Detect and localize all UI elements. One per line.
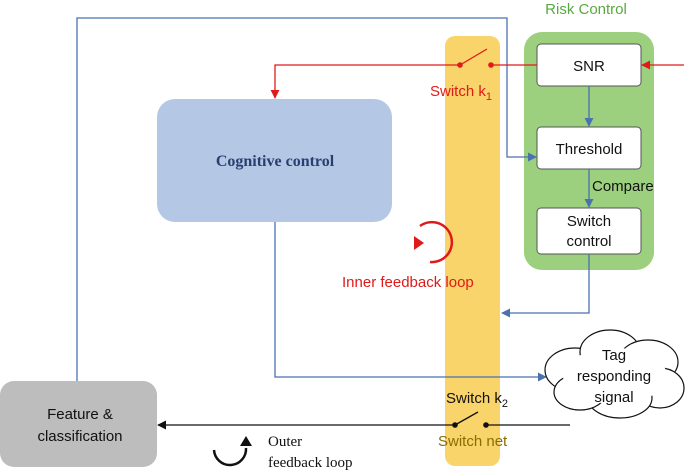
switch-k2-blade <box>454 411 479 426</box>
switch-control-to-net-line <box>501 254 590 318</box>
switch-k1-to-cognitive-line <box>270 64 460 99</box>
switch-control-label-line2: control <box>566 233 611 250</box>
tag-label-line3: signal <box>594 389 633 406</box>
outer-loop-arrowhead <box>240 436 252 446</box>
tag-signal-cloud <box>544 329 685 419</box>
threshold-label: Threshold <box>556 141 623 158</box>
switch-net-label: Switch net <box>438 433 508 450</box>
feature-classification-box <box>0 381 157 467</box>
inner-loop-arrowhead <box>414 236 424 250</box>
switch-control-label-line1: Switch <box>567 213 611 230</box>
cognitive-control-label: Cognitive control <box>216 153 335 170</box>
cognitive-to-tag-line <box>274 222 547 382</box>
tag-label-line1: Tag <box>602 347 626 364</box>
risk-control-label: Risk Control <box>545 1 627 18</box>
switch-k1-subscript: 1 <box>486 91 492 103</box>
switch-k2-subscript: 2 <box>502 398 508 410</box>
outer-loop-label-line2: feedback loop <box>268 455 353 471</box>
compare-label: Compare <box>592 178 654 195</box>
inner-loop-arrow-icon <box>419 220 454 264</box>
switch-k2-contact-right <box>483 422 489 428</box>
outer-loop-line <box>76 17 537 381</box>
inner-feedback-loop-label: Inner feedback loop <box>342 274 474 291</box>
switch-k1-label: Switch k1 <box>430 83 492 103</box>
tag-label-line2: responding <box>577 368 651 385</box>
outer-loop-label-line1: Outer <box>268 434 302 450</box>
outer-loop-arrow-icon <box>212 447 248 467</box>
switch-net-bar <box>445 36 500 466</box>
feature-label-line2: classification <box>37 428 122 445</box>
switch-k1-blade <box>459 48 488 66</box>
snr-label: SNR <box>573 58 605 75</box>
switch-k2-label: Switch k2 <box>446 390 508 410</box>
switch-k1-contact-right <box>488 62 494 68</box>
cognitive-control-box <box>157 99 392 222</box>
feature-label-line1: Feature & <box>47 406 113 423</box>
